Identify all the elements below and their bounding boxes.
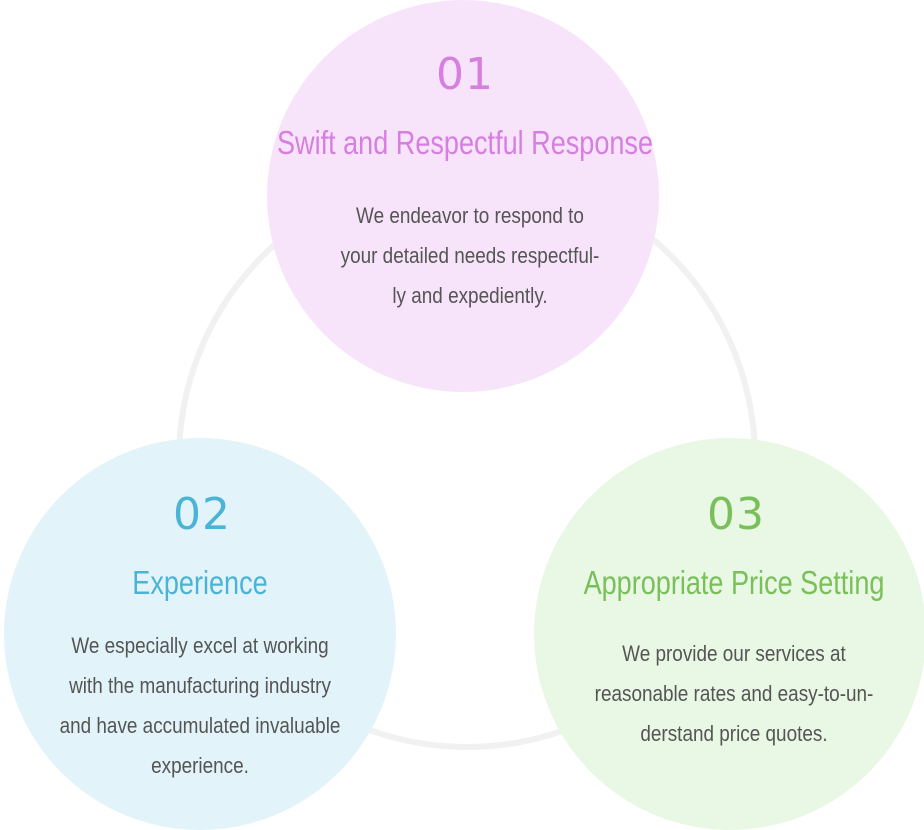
step-1-description-line: ly and expediently.	[392, 283, 548, 308]
step-1-description-line: We endeavor to respond to	[356, 203, 584, 228]
step-3-description-line: reasonable rates and easy-to-un-	[594, 681, 874, 706]
step-2-number: 02	[173, 489, 231, 540]
step-3-description-line: We provide our services at	[622, 641, 846, 666]
step-2-description-line: and have accumulated invaluable	[59, 713, 341, 738]
step-2-description-line: with the manufacturing industry	[69, 673, 331, 698]
step-1-title: Swift and Respectful Response	[276, 124, 654, 161]
step-2-title: Experience	[132, 564, 268, 601]
step-3-number: 03	[707, 489, 765, 540]
step-1-number: 01	[436, 49, 494, 100]
step-3-circle	[534, 438, 924, 830]
step-1-description-line: your detailed needs respectful-	[340, 243, 600, 268]
step-2-description: We especially excel at working with the …	[28, 626, 372, 786]
step-2-description-line: experience.	[151, 753, 249, 778]
step-3-description: We provide our services at reasonable ra…	[562, 634, 906, 754]
step-1-description: We endeavor to respond to your detailed …	[298, 196, 642, 316]
step-1-circle	[267, 0, 659, 392]
step-3-title: Appropriate Price Setting	[583, 564, 885, 601]
step-2-circle	[4, 438, 396, 830]
step-3-description-line: derstand price quotes.	[640, 721, 828, 746]
step-2-description-line: We especially excel at working	[71, 633, 329, 658]
